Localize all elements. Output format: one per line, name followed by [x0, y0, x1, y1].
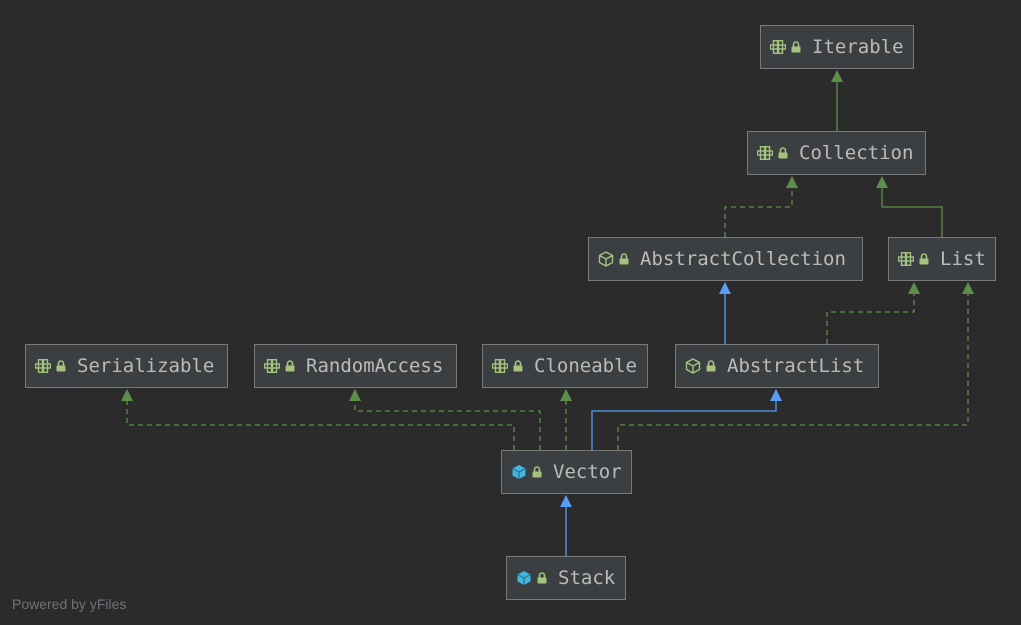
lock-icon [617, 252, 631, 266]
arrow-head [770, 389, 782, 401]
interface-icon [897, 250, 915, 268]
node-iterable[interactable]: Iterable [760, 25, 914, 69]
node-label: Collection [799, 142, 914, 164]
node-label: List [940, 248, 986, 270]
lock-icon [704, 359, 718, 373]
edge-line [826, 293, 915, 344]
arrow-head [719, 282, 731, 294]
lock-icon [283, 359, 297, 373]
node-random-access[interactable]: RandomAccess [254, 344, 457, 388]
edge-line [354, 400, 541, 450]
lock-icon [535, 571, 549, 585]
node-serializable[interactable]: Serializable [25, 344, 228, 388]
edge-vector-to-cloneable [560, 389, 572, 450]
edge-stack-to-vector [560, 495, 572, 556]
lock-icon [511, 359, 525, 373]
lock-icon [776, 146, 790, 160]
node-abstract-collection[interactable]: AbstractCollection [588, 237, 863, 281]
node-label: AbstractCollection [640, 248, 846, 270]
node-label: Stack [558, 567, 616, 589]
interface-icon [34, 357, 52, 375]
interface-icon [491, 357, 509, 375]
interface-icon [769, 38, 787, 56]
node-collection[interactable]: Collection [747, 131, 926, 175]
class-icon [510, 463, 528, 481]
node-label: AbstractList [727, 355, 865, 377]
arrow-head [560, 389, 572, 401]
edge-line [724, 187, 793, 237]
arrow-head [786, 176, 798, 188]
class-icon [515, 569, 533, 587]
arrow-head [831, 70, 843, 82]
edge-vector-to-serializable [121, 389, 515, 450]
interface-icon [263, 357, 281, 375]
edge-line [591, 400, 777, 450]
arrow-head [908, 282, 920, 294]
arrow-head [876, 176, 888, 188]
edge-line [126, 400, 515, 450]
edge-list-to-collection [876, 176, 943, 237]
lock-icon [917, 252, 931, 266]
powered-by-label: Powered by yFiles [12, 596, 127, 612]
node-label: Vector [553, 461, 622, 483]
arrow-head [349, 389, 361, 401]
interface-icon [756, 144, 774, 162]
edge-abstract_list-to-abstract_collection [719, 282, 731, 344]
edge-vector-to-list [617, 282, 974, 450]
edge-vector-to-abstract_list [591, 389, 782, 450]
edge-line [617, 293, 969, 450]
lock-icon [789, 40, 803, 54]
edge-vector-to-random_access [349, 389, 541, 450]
node-label: Iterable [812, 36, 904, 58]
edge-collection-to-iterable [831, 70, 843, 131]
lock-icon [530, 465, 544, 479]
node-cloneable[interactable]: Cloneable [482, 344, 648, 388]
node-abstract-list[interactable]: AbstractList [675, 344, 879, 388]
node-label: Cloneable [534, 355, 637, 377]
node-list[interactable]: List [888, 237, 996, 281]
abstract-class-icon [597, 250, 615, 268]
node-label: RandomAccess [306, 355, 444, 377]
edge-abstract_collection-to-collection [724, 176, 798, 237]
abstract-class-icon [684, 357, 702, 375]
arrow-head [962, 282, 974, 294]
arrow-head [560, 495, 572, 507]
edge-abstract_list-to-list [826, 282, 920, 344]
edge-line [881, 187, 943, 237]
node-label: Serializable [77, 355, 215, 377]
arrow-head [121, 389, 133, 401]
lock-icon [54, 359, 68, 373]
node-vector[interactable]: Vector [501, 450, 632, 494]
node-stack[interactable]: Stack [506, 556, 626, 600]
